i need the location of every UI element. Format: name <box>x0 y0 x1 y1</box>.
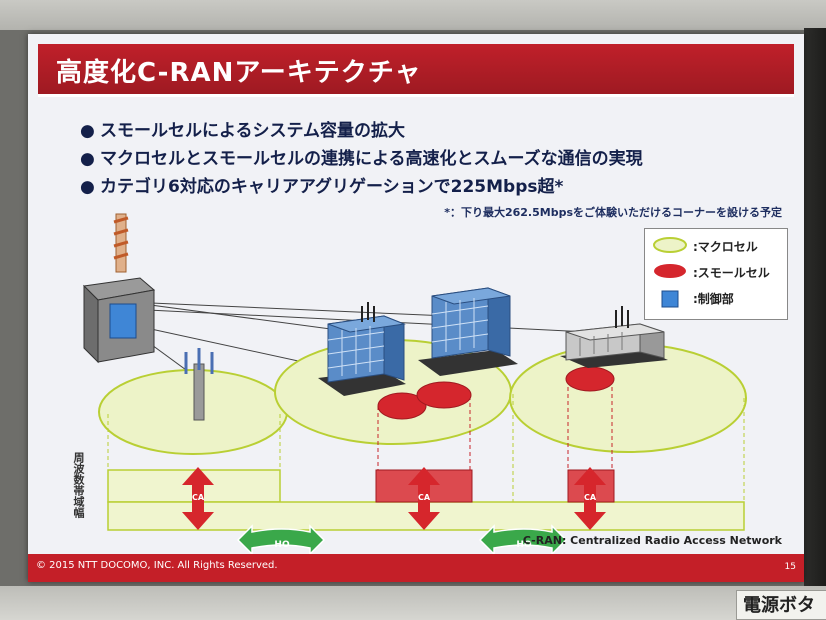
control-unit-building-icon <box>82 277 156 364</box>
cran-definition: C-RAN: Centralized Radio Access Network <box>522 534 782 547</box>
page-number: 15 <box>784 562 796 572</box>
footnote: *：下り最大262.5Mbpsをご体験いただけるコーナーを設ける予定 <box>444 206 782 219</box>
ho-arrow-icon <box>236 524 326 554</box>
ho-arrows <box>236 524 568 554</box>
legend-small-cell: :スモールセル <box>653 261 783 283</box>
macro-cell-swatch <box>653 237 687 253</box>
small-cell <box>565 366 615 392</box>
office-building-icon <box>318 302 406 396</box>
ho-labels: HO HO <box>274 540 532 550</box>
office-building-icon <box>560 306 668 368</box>
bullet-dot: ● <box>80 149 95 169</box>
bullet-text: マクロセルとスモールセルの連携による高速化とスムーズな通信の実現 <box>100 149 643 169</box>
bullet-text: スモールセルによるシステム容量の拡大 <box>100 121 405 141</box>
slide-title-bar: 高度化C-RANアーキテクチャ <box>38 44 794 97</box>
bullet-item: ●スモールセルによるシステム容量の拡大 <box>80 116 790 144</box>
booth-sign: 電源ボタ <box>736 590 826 620</box>
legend-control-unit: :制御部 <box>653 287 783 309</box>
ca-label: CA <box>584 493 597 502</box>
legend-small-label: :スモールセル <box>693 266 770 280</box>
legend-macro-label: :マクロセル <box>693 240 758 254</box>
ca-arrow-icon <box>408 467 440 530</box>
bullet-list: ●スモールセルによるシステム容量の拡大 ●マクロセルとスモールセルの連携による高… <box>80 116 790 200</box>
legend-control-label: :制御部 <box>693 292 734 306</box>
small-cell-swatch <box>654 264 686 278</box>
presentation-slide: 高度化C-RANアーキテクチャ ●スモールセルによるシステム容量の拡大 ●マクロ… <box>28 34 804 582</box>
cell-tower-icon <box>184 348 214 421</box>
monitor-bottom-frame <box>0 586 826 620</box>
legend-macro-cell: :マクロセル <box>653 235 783 257</box>
bandwidth-axis-label: 周波数帯域幅 <box>72 452 85 518</box>
small-cell <box>377 392 427 420</box>
small-cell <box>416 381 472 409</box>
small-cells <box>377 366 615 420</box>
ca-arrow-icon <box>182 467 214 530</box>
ca-arrows <box>182 467 606 530</box>
ho-arrow-icon <box>478 524 568 554</box>
ca-labels: CA CA CA <box>192 493 597 502</box>
monitor-top-frame <box>0 0 826 30</box>
ho-label: HO <box>274 540 290 550</box>
ca-label: CA <box>418 493 431 502</box>
macro-cell-left <box>98 369 288 455</box>
control-unit-swatch <box>661 290 679 308</box>
ca-label: CA <box>192 493 205 502</box>
office-building-icon <box>418 287 518 376</box>
slide-title: 高度化C-RANアーキテクチャ <box>56 58 422 88</box>
bullet-dot: ● <box>80 121 95 141</box>
monitor-right-bezel <box>804 28 826 588</box>
bullet-item: ●カテゴリ6対応のキャリアアグリゲーションで225Mbps超* <box>80 172 790 200</box>
cran-diagram: CA CA CA HO HO <box>82 213 747 554</box>
bullet-dot: ● <box>80 177 95 197</box>
ho-label: HO <box>516 540 532 550</box>
ca-arrow-icon <box>574 467 606 530</box>
bullet-text: カテゴリ6対応のキャリアアグリゲーションで225Mbps超* <box>100 177 564 197</box>
macro-antenna-icon <box>113 213 129 273</box>
copyright-text: © 2015 NTT DOCOMO, INC. All Rights Reser… <box>36 560 278 571</box>
slide-footer: © 2015 NTT DOCOMO, INC. All Rights Reser… <box>28 554 804 582</box>
bullet-item: ●マクロセルとスモールセルの連携による高速化とスムーズな通信の実現 <box>80 144 790 172</box>
diagram-legend: :マクロセル :スモールセル :制御部 <box>644 228 788 320</box>
